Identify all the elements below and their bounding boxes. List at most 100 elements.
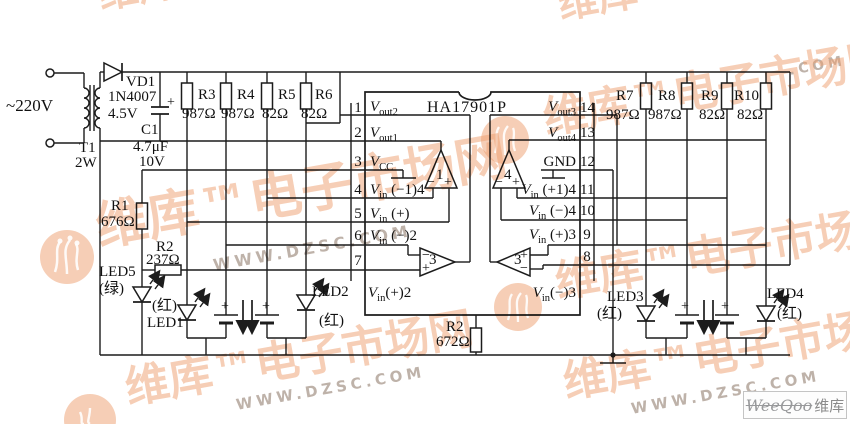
pin10-label: Vin (−)4 [528,203,576,222]
comparator4-number: 4 [504,167,512,183]
r2a-value: 237Ω [146,252,180,268]
led3-icon [635,305,657,323]
r6-name: R6 [315,87,333,103]
led2-name: LED2 [312,284,349,300]
r2a-name: R2 [156,239,174,255]
cap-name: C1 [141,122,159,138]
ground-node [610,352,616,358]
comparator-4-icon [491,148,527,189]
pin5-label: Vin (+) [370,206,410,225]
resistor-r5 [260,82,274,110]
leds [131,269,790,323]
pin-number-9: 9 [583,227,591,243]
pin11-label: Vin (+1)4 [521,182,576,201]
resistor-r4 [219,82,233,110]
battery-symbols [214,300,739,336]
pin-number-6: 6 [354,228,362,244]
cap-value: 4.7μF [133,139,169,155]
minus-mark: − [520,261,528,276]
r1-value: 676Ω [101,214,135,230]
r10-value: 82Ω [737,107,764,123]
led-emission-arrows-icon [147,269,790,309]
led4-name: LED4 [767,286,804,302]
r9-name: R9 [701,88,719,104]
secondary-voltage: 4.5V [108,106,138,122]
pin-number-2: 2 [354,125,362,141]
resistor-r3 [180,82,194,110]
led1-name: LED1 [147,315,184,331]
battery-plus-mark: + [262,299,270,314]
resistor-r8 [680,82,694,110]
weeqoo-badge: WeeQoo 维库 [743,391,847,419]
r10-name: R10 [734,88,760,104]
r2b-value: 672Ω [436,334,470,350]
cap-voltage: 10V [139,154,165,170]
r5-value: 82Ω [262,106,289,122]
pin-number-8: 8 [583,249,591,265]
r8-value: 987Ω [648,107,682,123]
cap-plus-mark: + [167,95,175,110]
transformer-name: T1 [79,140,96,156]
r4-value: 987Ω [221,106,255,122]
r7-value: 987Ω [606,107,640,123]
minus-mark: − [495,175,503,190]
led3-color: (红) [597,306,622,322]
led1-color: (红) [152,298,177,314]
minus-mark: − [422,248,430,263]
ac-input-label: ~220V [6,96,53,115]
capacitor-c1 [151,106,169,115]
pin14-label: Vout3 [548,99,576,118]
led5-name: LED5 [99,264,136,280]
plus-mark: + [512,175,520,190]
transformer-t1 [83,87,101,129]
resistor-r1 [135,202,149,230]
r6-value: 82Ω [301,106,328,122]
pin-number-3: 3 [354,154,362,170]
resistor-r2b [469,327,483,353]
led5-color: (绿) [99,281,124,297]
resistor-r6 [299,82,313,110]
led5-icon [131,286,153,304]
r7-name: R7 [616,88,634,104]
pin-number-14: 14 [580,100,595,116]
diode-name: VD1 [126,74,156,90]
weeqoo-script-text: WeeQoo [745,395,813,415]
diode-vd1 [103,61,124,83]
r3-value: 987Ω [182,106,216,122]
plus-mark: + [520,248,528,263]
pin6-label: Vin (−)2 [370,228,418,247]
pin12-label: GND [543,154,577,170]
r3-name: R3 [198,87,216,103]
weeqoo-suffix-text: 维库 [814,396,845,415]
pin-number-5: 5 [354,206,362,222]
comparator3r-number: 3 [514,252,522,268]
resistor-r7 [639,82,653,110]
plus-mark: + [444,175,452,190]
comparator-3l-icon [419,246,458,278]
r2b-name: R2 [446,319,464,335]
comparator3l-number: 3 [429,252,437,268]
r5-name: R5 [278,87,296,103]
pin-number-1: 1 [354,100,362,116]
pin2-label: Vout1 [370,125,398,144]
comparator1-number: 1 [436,167,444,183]
ic-ha17901p [350,91,595,316]
r1-name: R1 [111,198,129,214]
pin-number-12: 12 [580,154,595,170]
ic-part-number: HA17901P [427,99,508,116]
pin-number-4: 4 [354,182,362,198]
pin-number-10: 10 [580,203,595,219]
pin4-label: Vin (−1)4 [370,182,425,201]
pin8-bottom-label: Vin(−)3 [532,285,576,304]
led2-color: (红) [319,313,344,329]
led4-color: (红) [777,306,802,322]
r4-name: R4 [237,87,255,103]
ac-terminal-icon [45,138,55,148]
pin1-label: Vout2 [370,99,398,118]
battery-plus-mark: + [681,299,689,314]
ac-terminal-icon [45,68,55,78]
minus-mark: − [427,175,435,190]
pin-number-11: 11 [580,182,595,198]
plus-mark: + [422,261,430,276]
